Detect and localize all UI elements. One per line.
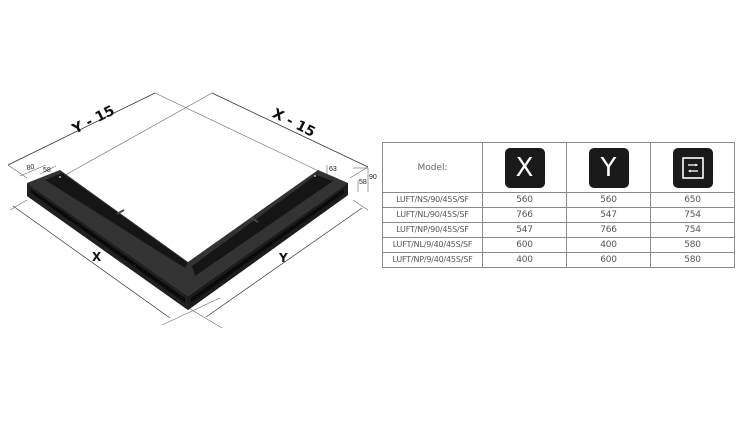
- x-cell: 547: [482, 222, 567, 238]
- model-cell: LUFT/NP/9/40/45S/SF: [382, 252, 483, 268]
- x-cell: 400: [482, 252, 567, 268]
- dim-cell: 580: [650, 252, 735, 268]
- dimension-lines: [7, 92, 369, 329]
- table-row: LUFT/NS/90/45S/SF 560 560 650: [382, 192, 735, 208]
- label-x-minus-15: X - 15: [270, 106, 318, 141]
- model-dimensions-table: Model: X Y LUFT: [382, 142, 735, 268]
- table-row: LUFT/NP/90/45S/SF 547 766 754: [382, 222, 735, 238]
- x-cell: 560: [482, 192, 567, 208]
- table-row: LUFT/NL/90/45S/SF 766 547 754: [382, 207, 735, 223]
- y-cell: 547: [566, 207, 651, 223]
- dim-cell: 754: [650, 222, 735, 238]
- model-cell: LUFT/NL/9/40/45S/SF: [382, 237, 483, 253]
- model-cell: LUFT/NP/90/45S/SF: [382, 222, 483, 238]
- label-y-minus-15: Y - 15: [69, 103, 117, 138]
- y-dimension-icon: Y: [588, 147, 629, 188]
- model-cell: LUFT/NS/90/45S/SF: [382, 192, 483, 208]
- y-cell: 766: [566, 222, 651, 238]
- y-cell: 600: [566, 252, 651, 268]
- dim-63: 63: [329, 166, 337, 173]
- opening-column-header: [650, 142, 735, 193]
- table-row: LUFT/NP/9/40/45S/SF 400 600 580: [382, 252, 735, 268]
- table-row: LUFT/NL/9/40/45S/SF 600 400 580: [382, 237, 735, 253]
- dim-cell: 650: [650, 192, 735, 208]
- model-cell: LUFT/NL/90/45S/SF: [382, 207, 483, 223]
- corner-grille-drawing: Y - 15 X - 15 X Y 80 58 63 90 58: [7, 92, 377, 329]
- opening-dimension-icon: [672, 147, 713, 188]
- y-column-header: Y: [566, 142, 651, 193]
- dim-90: 90: [369, 174, 377, 181]
- x-column-header: X: [482, 142, 567, 193]
- label-y: Y: [278, 251, 288, 265]
- x-dimension-icon: X: [504, 147, 545, 188]
- label-x: X: [92, 250, 102, 264]
- dim-80: 80: [26, 164, 35, 172]
- dim-cell: 754: [650, 207, 735, 223]
- x-cell: 600: [482, 237, 567, 253]
- corner-grille-body: [27, 170, 348, 310]
- dim-cell: 580: [650, 237, 735, 253]
- y-cell: 560: [566, 192, 651, 208]
- dim-58-right: 58: [359, 179, 367, 186]
- dim-58-left: 58: [43, 167, 51, 174]
- model-column-header: Model:: [382, 142, 483, 193]
- x-cell: 766: [482, 207, 567, 223]
- y-cell: 400: [566, 237, 651, 253]
- table-header-row: Model: X Y: [382, 142, 735, 193]
